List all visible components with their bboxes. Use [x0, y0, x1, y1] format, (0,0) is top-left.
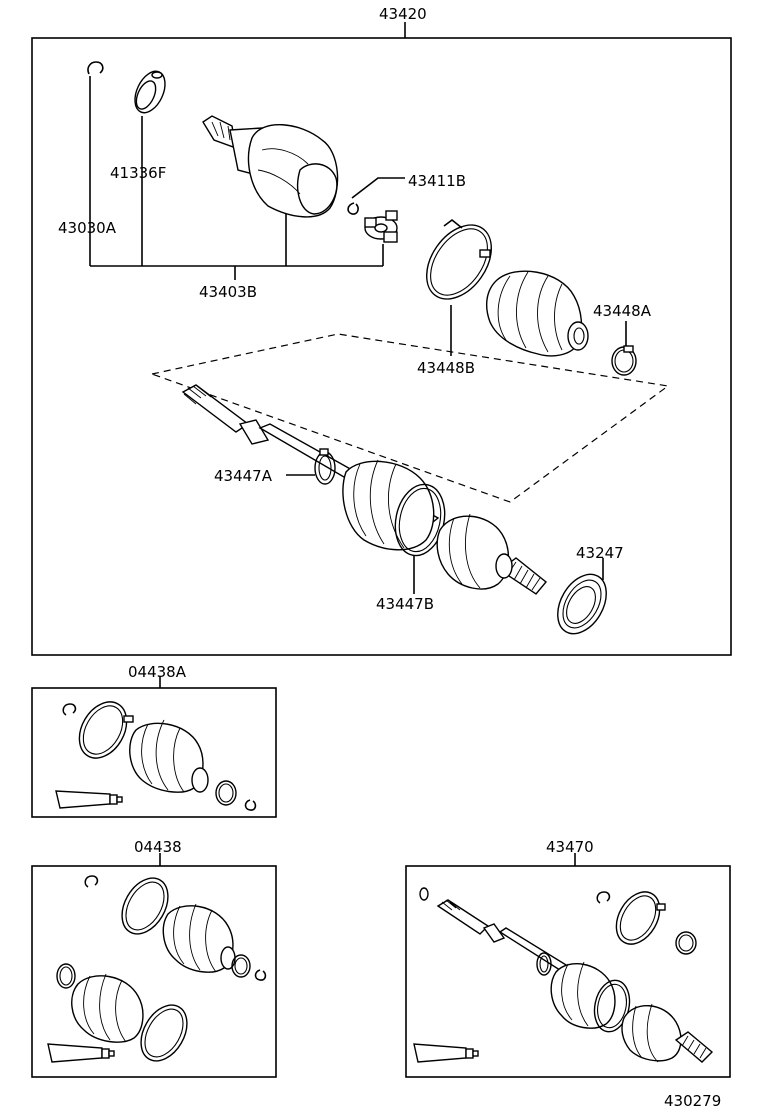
dashed-kit-outline: [149, 333, 670, 503]
kit-b-clamp-small-top-icon: [231, 954, 251, 978]
outer-boot-icon: [342, 459, 435, 551]
kit-a-snap-ring-icon: [62, 703, 77, 716]
kit-a-clamp-large-icon: [78, 701, 134, 759]
alt-clamp-large-top-icon: [615, 891, 666, 945]
label-43247[interactable]: 43247: [576, 544, 624, 562]
tripod-clip-icon: [347, 202, 359, 215]
outer-boot-right-icon: [436, 513, 513, 590]
alt-clamp-small-top-icon: [675, 931, 697, 955]
inner-boot-icon: [485, 270, 589, 357]
snap-ring-icon: [87, 61, 104, 75]
kit-b-grease-tube-icon: [47, 1043, 115, 1063]
alt-snap-ring-icon: [596, 891, 611, 904]
label-43403B[interactable]: 43403B: [199, 283, 257, 301]
label-43447A[interactable]: 43447A: [214, 467, 273, 485]
dust-seal-icon: [557, 573, 607, 635]
alt-clamp-small-icon: [536, 952, 552, 976]
label-43448B[interactable]: 43448B: [417, 359, 475, 377]
alt-boot-right-icon: [621, 1003, 682, 1063]
alt-washer-icon: [419, 887, 429, 901]
inboard-joint-housing-icon: [202, 115, 339, 218]
kit-a-clamp-small-icon: [215, 780, 237, 806]
alt-outer-spline-icon: [674, 1031, 714, 1063]
main-assembly-frame: [31, 37, 732, 656]
label-43411B[interactable]: 43411B: [408, 172, 466, 190]
clamp-43448B-icon: [426, 218, 492, 300]
label-41336F[interactable]: 41336F: [110, 164, 166, 182]
label-43420[interactable]: 43420: [379, 5, 427, 23]
kit-b-clip-icon: [254, 969, 267, 981]
kit-b-clamp-large-bottom-icon: [140, 1004, 188, 1062]
tripod-joint-icon: [364, 210, 398, 243]
kit-b-clamp-large-top-icon: [121, 877, 169, 935]
kit-a-grease-tube-icon: [55, 790, 123, 809]
kit-b-snap-ring-icon: [84, 875, 99, 888]
kit-b-clamp-small-left-icon: [56, 963, 76, 989]
kit-04438A-frame: [31, 687, 277, 818]
alt-assembly-frame: [405, 865, 731, 1078]
kit-04438-group: 04438: [31, 838, 277, 1078]
alt-boot-icon: [550, 961, 616, 1029]
label-43030A[interactable]: 43030A: [58, 219, 117, 237]
label-04438A[interactable]: 04438A: [128, 663, 187, 681]
kit-04438-frame: [31, 865, 277, 1078]
alt-grease-tube-icon: [413, 1043, 479, 1063]
clamp-43447A-icon: [314, 448, 336, 485]
label-43447B[interactable]: 43447B: [376, 595, 434, 613]
seal-41336F-icon: [134, 70, 166, 114]
label-43470[interactable]: 43470: [546, 838, 594, 856]
label-43448A[interactable]: 43448A: [593, 302, 652, 320]
kit-b-boot-outer-icon: [71, 973, 144, 1043]
kit-a-boot-icon: [129, 719, 209, 793]
alt-assembly-group: 43470: [405, 838, 731, 1078]
diagram-number: 430279: [664, 1092, 721, 1110]
alt-clamp-large-icon: [593, 979, 631, 1033]
kit-a-clip-icon: [244, 799, 257, 811]
kit-b-boot-inner-icon: [162, 903, 236, 973]
label-04438[interactable]: 04438: [134, 838, 182, 856]
kit-04438A-group: 04438A: [31, 663, 277, 818]
clamp-43448A-icon: [611, 345, 637, 376]
main-assembly-group: 43420 43030A 41336F 43411B: [31, 5, 732, 656]
